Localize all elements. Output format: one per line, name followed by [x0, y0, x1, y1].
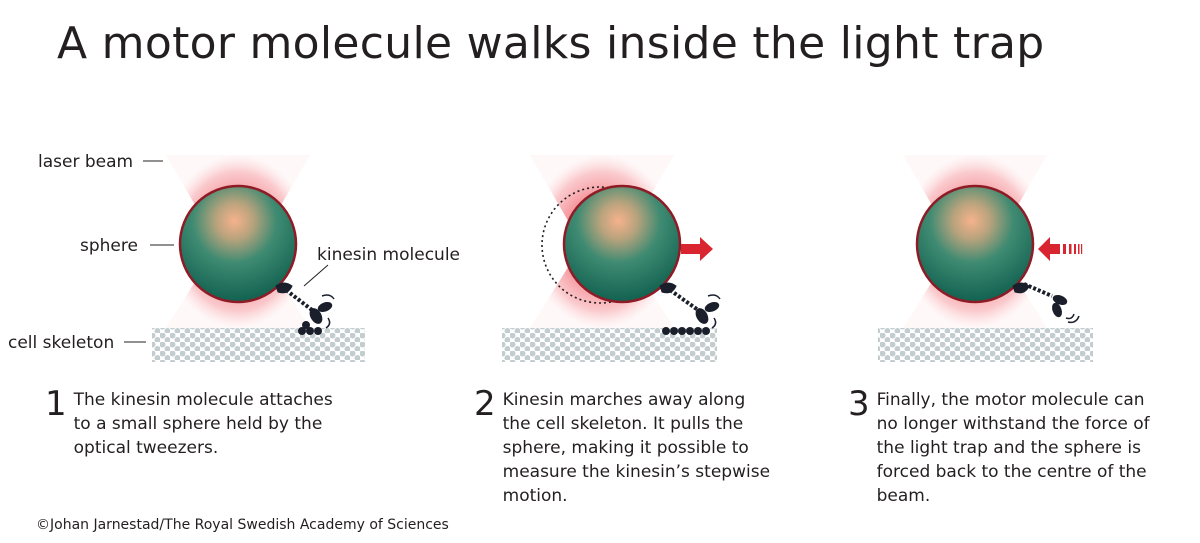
page-title: A motor molecule walks inside the light …	[57, 18, 1045, 69]
step-3-number: 3	[848, 384, 870, 424]
pull-arrow	[681, 237, 713, 261]
panel-1: laser beam sphere kinesin molecule cell …	[8, 152, 460, 362]
step-1: 1 The kinesin molecule attaches to a sma…	[45, 384, 349, 460]
step-2: 2 Kinesin marches away along the cell sk…	[474, 384, 778, 508]
panel-2	[502, 155, 721, 362]
sphere-label: sphere	[80, 236, 138, 256]
kinesin-leader	[303, 264, 329, 287]
kinesin-molecule	[275, 282, 335, 335]
sphere	[915, 184, 1035, 304]
cell-skeleton	[152, 328, 365, 362]
step-3: 3 Finally, the motor molecule can no lon…	[848, 384, 1152, 508]
step-2-number: 2	[474, 384, 496, 424]
step-3-text: Finally, the motor molecule can no longe…	[876, 390, 1150, 506]
image-credit: ©Johan Jarnestad/The Royal Swedish Acade…	[36, 517, 449, 533]
kinesin-molecule-label: kinesin molecule	[317, 245, 460, 265]
return-arrow	[1038, 237, 1083, 261]
kinesin-molecule	[1012, 282, 1080, 324]
panel-3	[878, 155, 1093, 362]
sphere	[562, 184, 682, 304]
step-1-number: 1	[45, 384, 67, 424]
cell-skeleton-label: cell skeleton	[8, 333, 114, 353]
step-2-text: Kinesin marches away along the cell skel…	[502, 390, 771, 506]
laser-beam-label: laser beam	[38, 152, 133, 172]
cell-skeleton	[878, 328, 1093, 362]
kinesin-molecule	[659, 282, 721, 335]
step-1-text: The kinesin molecule attaches to a small…	[73, 390, 333, 458]
sphere	[178, 184, 298, 304]
